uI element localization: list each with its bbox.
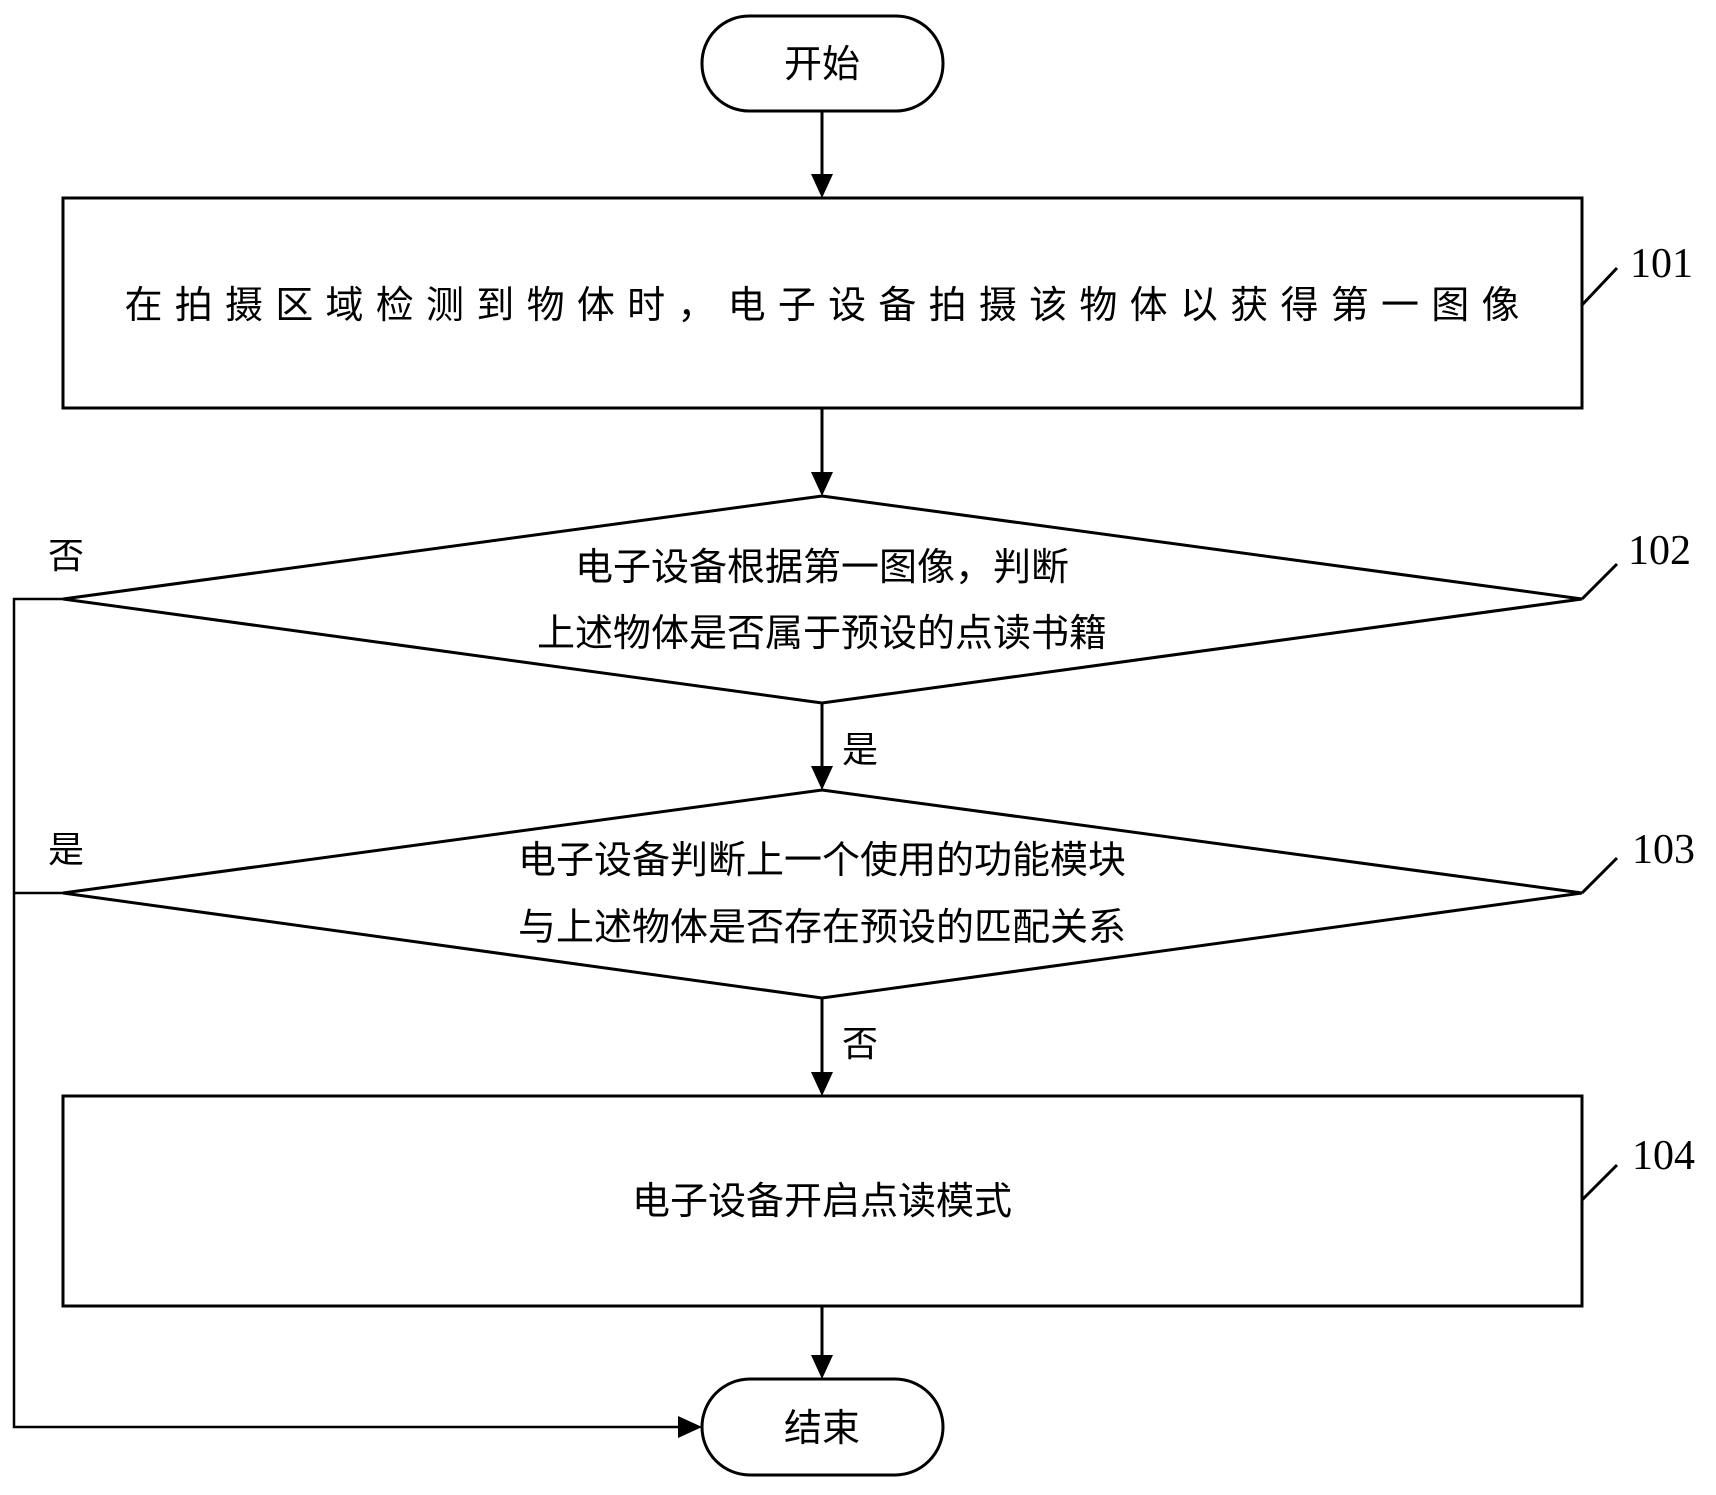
step-104-box: 电子设备开启点读模式 (61, 1094, 1584, 1308)
edge-102-to-103: 是 (811, 703, 878, 790)
step-102-ref: 102 (1580, 528, 1691, 601)
edge-101-to-102 (811, 408, 833, 496)
edge-label-103-no: 否 (842, 1024, 878, 1065)
arrowhead (811, 1355, 833, 1379)
step-102-text-line-1: 电子设备根据第一图像，判断 (575, 545, 1069, 589)
edge-start-to-101 (811, 111, 833, 198)
step-102-text-line-2: 上述物体是否属于预设的点读书籍 (537, 611, 1107, 655)
arrowhead (811, 472, 833, 496)
leader-line (1580, 856, 1619, 895)
step-103-text-line-2: 与上述物体是否存在预设的匹配关系 (518, 905, 1126, 949)
leader-line (1580, 562, 1619, 601)
step-104-text: 电子设备开启点读模式 (632, 1179, 1012, 1223)
step-103-ref: 103 (1580, 827, 1695, 895)
leader-line (1580, 1163, 1619, 1202)
end-node: 结束 (700, 1377, 945, 1477)
step-103-diamond: 电子设备判断上一个使用的功能模块 与上述物体是否存在预设的匹配关系 (62, 788, 1583, 1000)
edge-label-102-yes: 是 (842, 730, 878, 771)
step-101-ref: 101 (1580, 241, 1693, 307)
step-101-box: 在拍摄区域检测到物体时，电子设备拍摄该物体以获得第一图像 (61, 196, 1584, 410)
edge-104-to-end (811, 1306, 833, 1379)
step-103-ref-label: 103 (1632, 827, 1695, 873)
step-102-ref-label: 102 (1628, 528, 1691, 574)
edge-label-102-no: 否 (48, 536, 84, 577)
step-101-ref-label: 101 (1630, 241, 1693, 287)
edge-bypass-to-end: 否 是 (12, 536, 702, 1438)
step-104-ref-label: 104 (1632, 1133, 1695, 1179)
edge-label-103-yes: 是 (48, 830, 84, 871)
arrowhead (678, 1416, 702, 1438)
arrowhead (811, 1072, 833, 1096)
start-label: 开始 (784, 42, 860, 86)
step-103-text-line-1: 电子设备判断上一个使用的功能模块 (518, 838, 1126, 882)
step-102-diamond: 电子设备根据第一图像，判断 上述物体是否属于预设的点读书籍 (62, 494, 1583, 705)
arrowhead (811, 174, 833, 198)
leader-line (1580, 266, 1619, 307)
end-label: 结束 (784, 1406, 860, 1450)
start-node: 开始 (700, 14, 945, 113)
arrowhead (811, 766, 833, 790)
edge-103-to-104: 否 (811, 998, 878, 1096)
step-104-ref: 104 (1580, 1133, 1695, 1202)
